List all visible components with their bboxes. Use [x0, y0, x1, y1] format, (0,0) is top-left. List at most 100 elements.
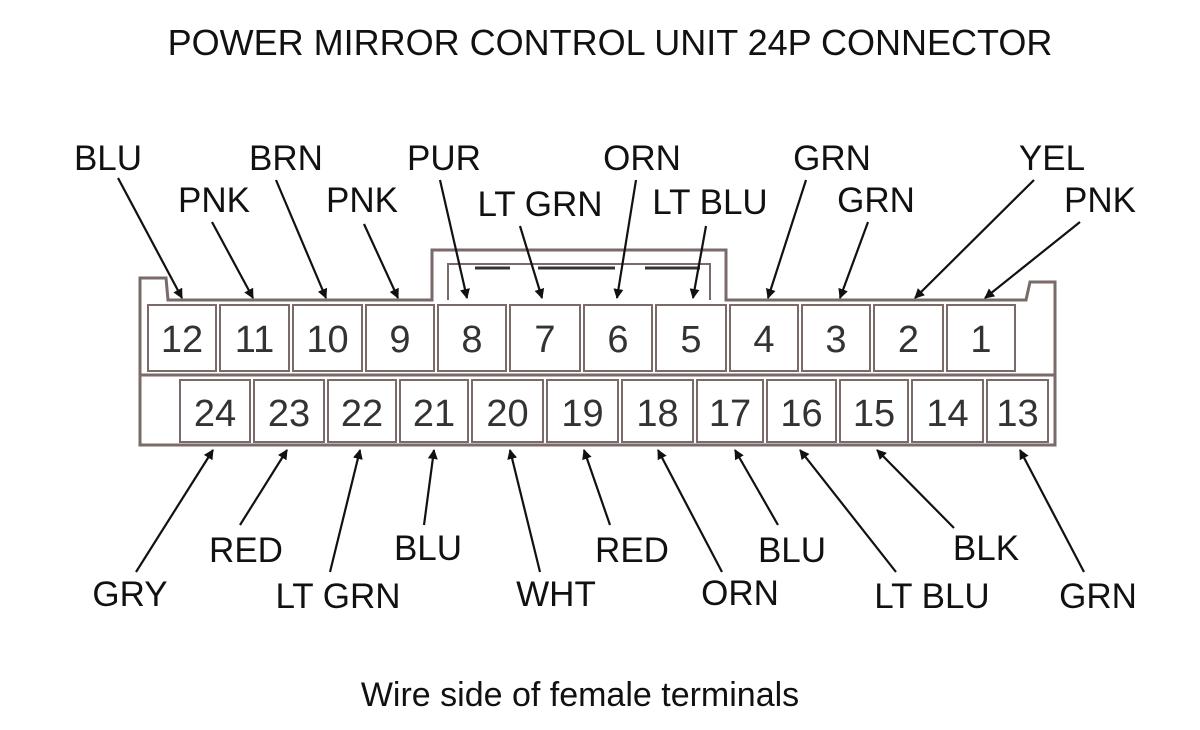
pin-cell [696, 379, 764, 443]
pin-cell [546, 379, 619, 443]
pin-cell [471, 379, 544, 443]
wire-color-label: LT GRN [275, 577, 400, 616]
wire-color-label: BLK [953, 529, 1019, 568]
pin-number: 10 [306, 319, 348, 361]
wire-arrow [876, 449, 955, 529]
wire-arrow [765, 179, 808, 299]
pin-cell [766, 379, 837, 443]
pin-cell [583, 304, 653, 372]
pin-cell [729, 304, 799, 372]
wire-arrow [838, 221, 870, 299]
wire-arrow [438, 179, 470, 299]
pin-cell [437, 304, 507, 372]
pin-number: 9 [389, 319, 410, 361]
wire-color-label: RED [595, 531, 669, 570]
wire-arrow [582, 449, 612, 526]
pin-number: 13 [996, 393, 1038, 435]
pin-cell [655, 304, 727, 372]
pin-number: 19 [561, 393, 603, 435]
wire-arrow [613, 179, 638, 299]
pin-number: 23 [268, 393, 310, 435]
pin-cell [621, 379, 694, 443]
wire-arrow [135, 449, 214, 573]
wire-color-label: ORN [701, 574, 779, 613]
pin-number: 22 [341, 393, 383, 435]
pin-number: 6 [607, 319, 628, 361]
pin-number: 8 [461, 319, 482, 361]
pin-cell [147, 304, 217, 372]
wire-arrow [984, 221, 1081, 299]
pin-number: 11 [235, 319, 274, 361]
wire-arrow [914, 179, 1035, 299]
pin-number: 5 [680, 319, 701, 361]
pin-number: 14 [926, 393, 968, 435]
wire-arrow [211, 221, 254, 299]
wire-arrow [363, 223, 399, 299]
wire-color-label: LT GRN [477, 185, 602, 224]
diagram-caption: Wire side of female terminals [361, 676, 799, 714]
wire-arrow [799, 449, 897, 573]
wire-color-label: BLU [394, 529, 462, 568]
wire-arrow [507, 449, 542, 573]
wire-color-label: WHT [516, 575, 596, 614]
wire-color-label: LT BLU [652, 183, 767, 222]
pin-cell [946, 304, 1016, 372]
wire-color-label: GRN [837, 181, 915, 220]
bottom-wire-labels: GRY RED LT GRN BLU WHT RED ORN BLU LT BLU BLK GRN [92, 449, 1137, 616]
pin-number: 12 [161, 319, 203, 361]
wire-color-label: ORN [603, 139, 681, 178]
wire-arrow [239, 449, 288, 526]
wire-color-label: PUR [407, 139, 481, 178]
pin-cell [399, 379, 469, 443]
wire-color-label: LT BLU [874, 577, 989, 616]
wire-arrow [657, 449, 723, 573]
pin-number: 21 [413, 393, 455, 435]
top-pin-row: 12 11 10 9 8 7 6 5 4 3 2 1 [147, 304, 1016, 372]
pin-number: 16 [780, 393, 822, 435]
wire-color-label: PNK [178, 181, 250, 220]
pin-cell [219, 304, 290, 372]
wire-color-label: BLU [758, 531, 826, 570]
wire-arrow [1019, 449, 1085, 573]
wire-arrow [328, 449, 363, 573]
pin-cell [292, 304, 363, 372]
wire-color-label: RED [209, 531, 283, 570]
pin-number: 4 [753, 319, 774, 361]
pin-number: 24 [194, 393, 236, 435]
wire-color-label: PNK [1064, 181, 1136, 220]
pin-cell [873, 304, 944, 372]
pin-cell [253, 379, 325, 443]
wire-color-label: YEL [1019, 139, 1085, 178]
wire-color-label: BRN [249, 139, 323, 178]
pin-cell [365, 304, 435, 372]
pin-number: 2 [898, 319, 919, 361]
pin-number: 15 [853, 393, 895, 435]
wire-arrow [422, 449, 438, 526]
wire-arrow [274, 179, 328, 299]
wire-arrow [117, 177, 183, 299]
pin-number: 3 [825, 319, 846, 361]
pin-cell [839, 379, 909, 443]
wire-color-label: GRY [92, 575, 167, 614]
pin-number: 20 [486, 393, 528, 435]
pin-cell [509, 304, 581, 372]
wire-arrow [689, 225, 708, 299]
pin-number: 17 [709, 393, 751, 435]
pin-cell [179, 379, 251, 443]
bottom-pin-row: 24 23 22 21 20 19 18 17 16 15 14 13 [179, 379, 1049, 443]
diagram-title: POWER MIRROR CONTROL UNIT 24P CONNECTOR [168, 22, 1053, 63]
pin-cell [986, 379, 1049, 443]
pin-number: 18 [636, 393, 678, 435]
wire-color-label: GRN [793, 139, 871, 178]
wire-color-label: PNK [326, 181, 398, 220]
pin-number: 1 [970, 319, 991, 361]
pin-cell [327, 379, 397, 443]
wire-color-label: GRN [1059, 577, 1137, 616]
pin-cell [911, 379, 984, 443]
wire-color-label: BLU [74, 139, 142, 178]
wire-arrow [734, 449, 779, 526]
pin-number: 7 [534, 319, 555, 361]
wire-arrow [518, 225, 545, 299]
